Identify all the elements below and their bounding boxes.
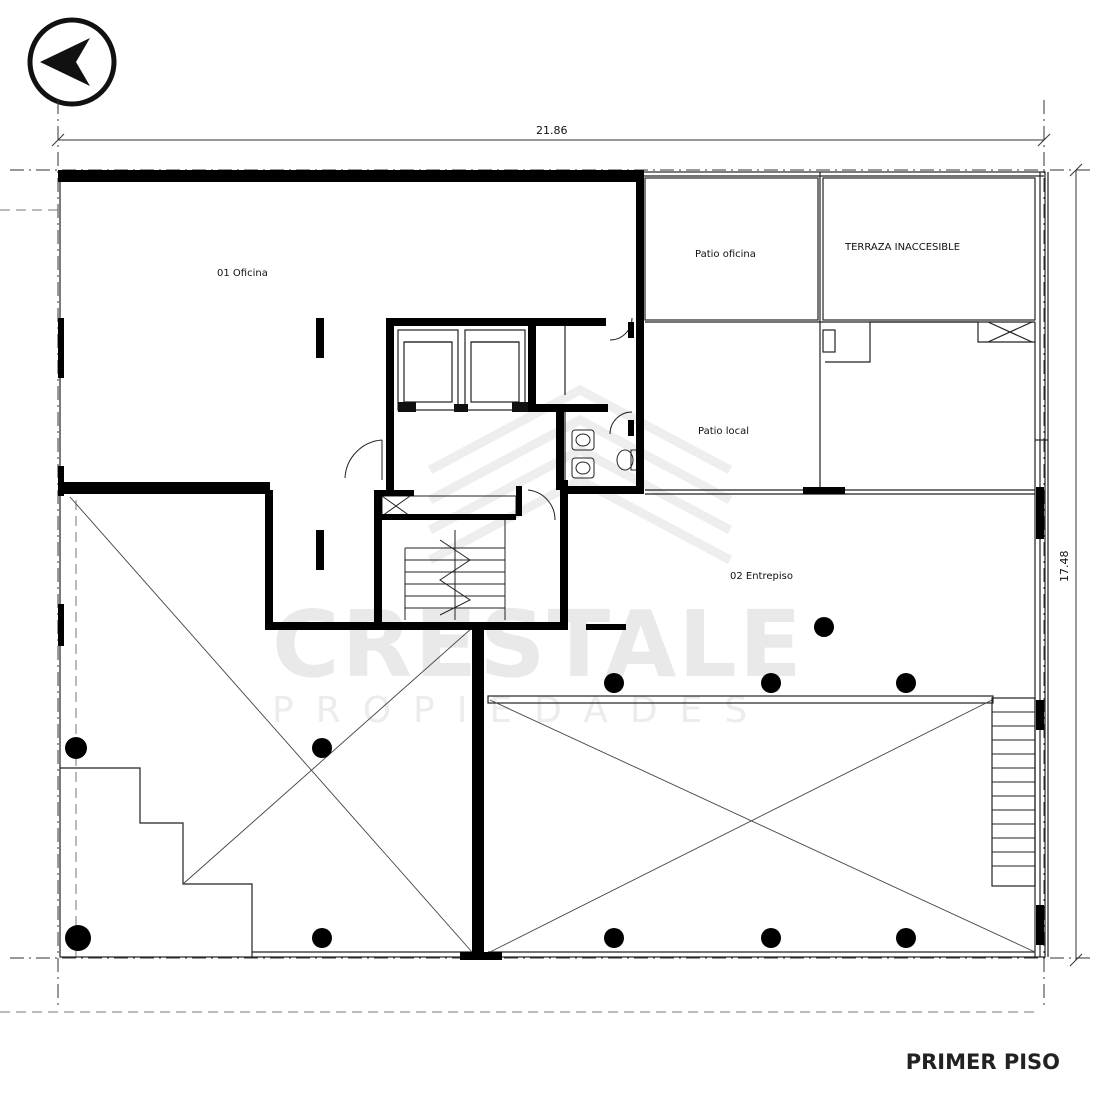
reference-lines bbox=[0, 209, 1040, 1013]
dimension-width-label: 21.86 bbox=[536, 124, 568, 137]
room-label-entrepiso: 02 Entrepiso bbox=[730, 571, 793, 582]
elevator-details bbox=[398, 402, 530, 412]
watermark-brand: CRESTALE bbox=[272, 591, 804, 698]
columns bbox=[65, 617, 916, 951]
doors bbox=[344, 317, 633, 521]
room-label-oficina: 01 Oficina bbox=[217, 268, 268, 279]
restroom-fixtures bbox=[571, 429, 638, 479]
drawing-title: PRIMER PISO bbox=[905, 1050, 1060, 1074]
watermark: CRESTALE PROPIEDADES bbox=[272, 384, 804, 731]
thin-walls bbox=[59, 171, 1049, 958]
thick-walls bbox=[58, 170, 1044, 960]
north-arrow-icon bbox=[27, 17, 117, 107]
secondary-stair bbox=[992, 711, 1035, 867]
dimension-depth-label: 17.48 bbox=[1058, 551, 1071, 583]
dimension-width bbox=[51, 100, 1051, 1010]
room-label-patio-local: Patio local bbox=[698, 426, 749, 437]
watermark-tagline: PROPIEDADES bbox=[272, 690, 769, 731]
void-diagonals bbox=[69, 496, 1036, 953]
room-label-terraza: TERRAZA INACCESIBLE bbox=[844, 242, 960, 253]
room-label-patio-oficina: Patio oficina bbox=[695, 249, 756, 260]
dimension-depth bbox=[10, 163, 1090, 967]
